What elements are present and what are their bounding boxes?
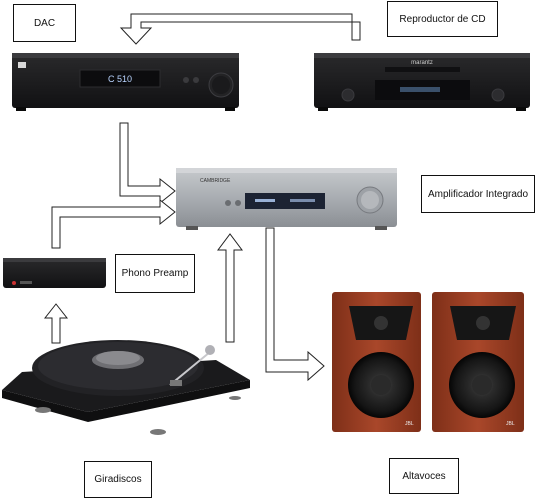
label-dac: DAC bbox=[13, 4, 76, 42]
arrow-amp-to-speakers bbox=[265, 227, 325, 382]
label-turntable: Giradiscos bbox=[84, 461, 152, 498]
arrow-preamp-to-amp bbox=[51, 198, 176, 249]
speaker-right: JBL bbox=[432, 292, 524, 432]
phono-preamp-device bbox=[3, 258, 106, 288]
label-cd-player: Reproductor de CD bbox=[387, 1, 498, 37]
arrow-dac-to-amp bbox=[119, 122, 176, 205]
dac-device: C 510 bbox=[12, 53, 239, 111]
speaker-left-brand: JBL bbox=[405, 421, 414, 427]
label-amplifier: Amplificador Integrado bbox=[421, 175, 535, 213]
arrow-cd-to-dac bbox=[119, 13, 361, 45]
label-phono-preamp: Phono Preamp bbox=[115, 254, 195, 293]
amplifier-device: CAMBRIDGE bbox=[176, 168, 397, 230]
arrow-turntable-to-amp bbox=[217, 233, 243, 343]
turntable-device bbox=[2, 340, 250, 435]
cd-brand-text: marantz bbox=[411, 60, 433, 66]
arrow-turntable-to-preamp bbox=[43, 303, 69, 344]
speaker-left: JBL bbox=[332, 292, 421, 432]
cd-player-device: marantz bbox=[314, 53, 530, 111]
label-speakers: Altavoces bbox=[389, 458, 459, 494]
speaker-right-brand: JBL bbox=[506, 421, 515, 427]
amp-brand-text: CAMBRIDGE bbox=[200, 178, 231, 184]
dac-display-text: C 510 bbox=[108, 74, 132, 84]
